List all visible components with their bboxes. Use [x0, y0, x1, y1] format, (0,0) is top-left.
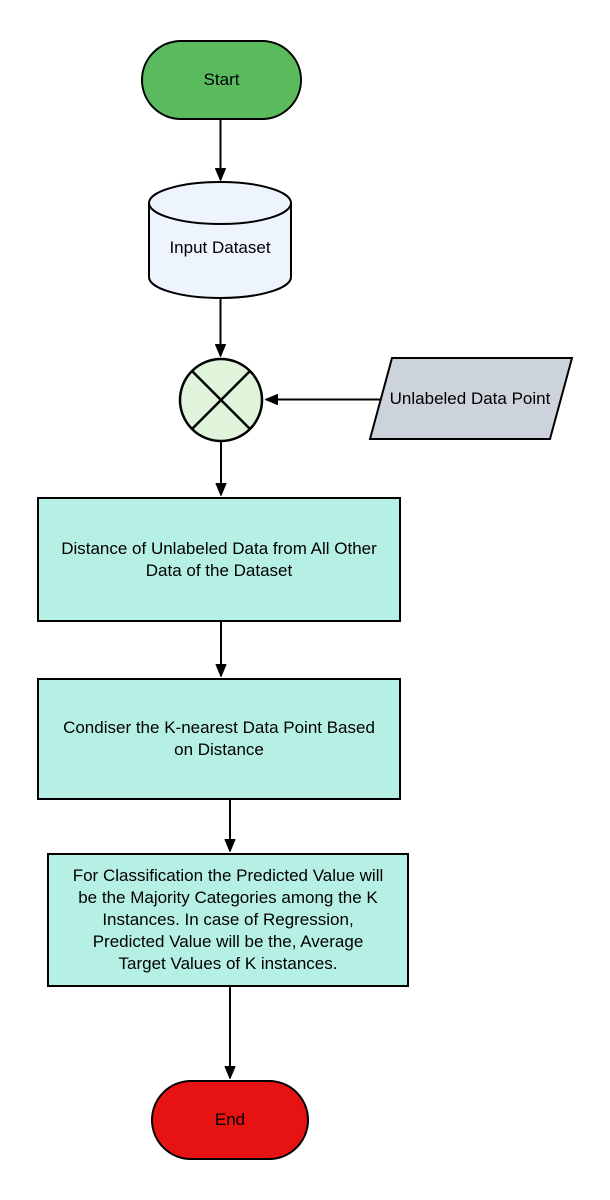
prediction-label-line1: For Classification the Predicted Value w… [72, 866, 384, 885]
knearest-label-line1: Condiser the K-nearest Data Point Based [63, 718, 375, 737]
unlabeled-parallelogram [368, 357, 574, 440]
knearest-label-line2: on Distance [174, 740, 264, 759]
distance-label-line2: Data of the Dataset [145, 560, 293, 580]
dataset-cylinder-body [148, 202, 292, 299]
end-label-text: End [214, 1110, 246, 1129]
prediction-process-box [47, 853, 409, 987]
prediction-label-line5: Target Values of K instances. [118, 954, 338, 973]
knearest-label: Condiser the K-nearest Data Point Based … [38, 679, 400, 799]
prediction-label-line2: be the Majority Categories among the K [78, 888, 378, 907]
unlabeled-label-text: Unlabeled Data Point [389, 388, 551, 408]
dataset-label: Input Dataset [149, 203, 291, 293]
end-label: End [152, 1081, 308, 1159]
distance-label: Distance of Unlabeled Data from All Othe… [38, 498, 400, 621]
start-label: Start [142, 41, 301, 119]
unlabeled-label: Unlabeled Data Point [370, 358, 570, 439]
distance-process-box [37, 497, 401, 622]
dataset-cylinder-top [148, 181, 292, 225]
prediction-label-line4: Predicted Value will be the, Average [92, 932, 364, 951]
start-label-text: Start [203, 70, 240, 89]
prediction-label-line3: Instances. In case of Regression, [102, 910, 354, 929]
knearest-process-box [37, 678, 401, 800]
distance-label-line1: Distance of Unlabeled Data from All Othe… [61, 538, 377, 558]
junction-x-mark [191, 370, 251, 430]
start-node [141, 40, 302, 120]
dataset-label-text: Input Dataset [169, 238, 271, 257]
end-node [151, 1080, 309, 1160]
prediction-label: For Classification the Predicted Value w… [48, 854, 408, 986]
